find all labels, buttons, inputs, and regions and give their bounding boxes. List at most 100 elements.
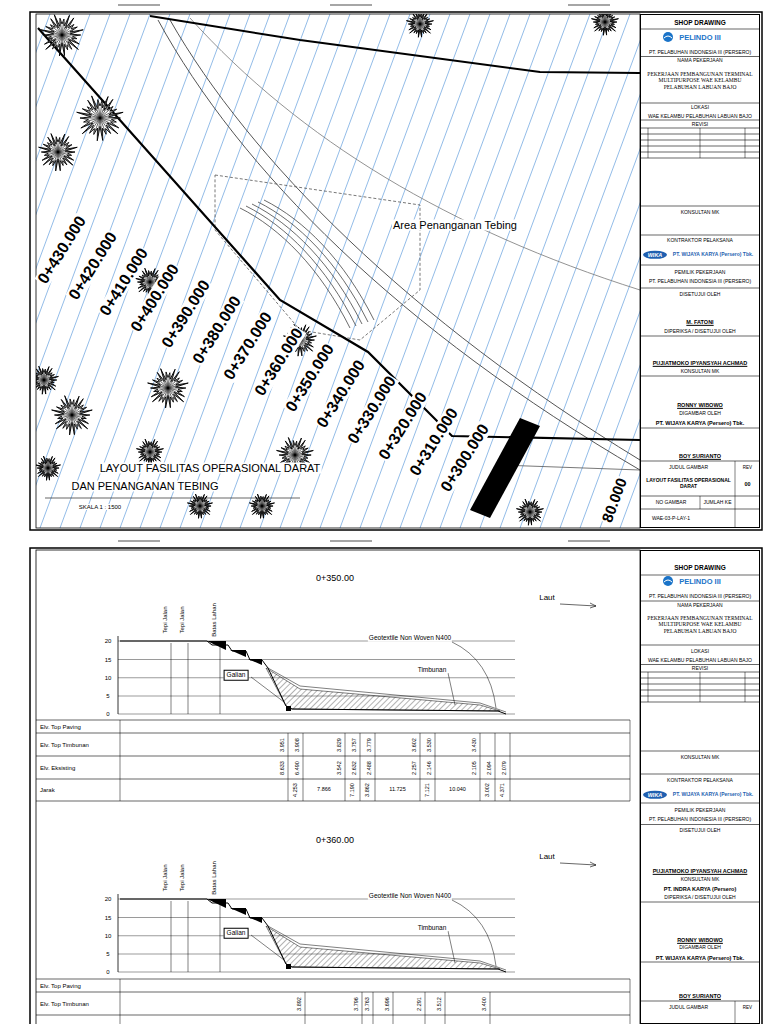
grid-line (60, 14, 250, 528)
table-line (648, 672, 649, 702)
plan-grid (36, 14, 640, 528)
boundary-label: Batas Lahan (211, 603, 217, 637)
material-label: Geotextile Non Woven N400 (368, 635, 452, 642)
terrace-line (252, 204, 362, 324)
grid-line (118, 917, 515, 918)
table-cell: 3.763 (365, 997, 371, 1011)
title-block-text: PUJIATMOKO IPYANSYAH ACHMAD (642, 360, 758, 366)
axis-line (118, 636, 119, 714)
title-block-text: JUDUL GAMBAR (642, 465, 735, 471)
table-line (375, 733, 376, 801)
cut-label: Galian (224, 928, 249, 939)
table-line (420, 733, 421, 801)
road-edge (190, 18, 640, 290)
row-header: Elv. Top Paving (40, 724, 81, 730)
area-outline (215, 175, 420, 340)
title-block-text: DISETUJUI OLEH (642, 292, 758, 298)
tree-symbol (591, 14, 618, 35)
table-line (640, 962, 760, 963)
table-line (648, 128, 649, 158)
grid-line (118, 659, 515, 660)
table-line (480, 733, 481, 801)
table-line (640, 120, 760, 121)
table-cell: 3.430 (472, 738, 478, 752)
row-header: Elv. Top Timbunan (40, 1001, 89, 1007)
title-block-text: WAE-03-P-LAY-1 (642, 516, 700, 522)
tree-symbol (187, 494, 212, 518)
table-line (640, 265, 760, 266)
tree-symbol (77, 96, 123, 141)
grid-line (40, 14, 230, 528)
road-edge (170, 20, 640, 460)
axis-tick: 15 (105, 657, 112, 663)
title-block-text: PT. PELABUHAN INDONESIA III (PERSERO) (642, 817, 758, 823)
row-header: Elv. Top Timbunan (40, 742, 89, 748)
boundary-line (38, 28, 640, 440)
table-cell: 2.257 (412, 761, 418, 775)
table-cell: 2.291 (417, 997, 423, 1011)
table-line (393, 992, 394, 1024)
title-block-text: REV (735, 1005, 760, 1010)
tree-symbol (252, 496, 272, 515)
sheet-frames (30, 12, 762, 1024)
drawing-border (36, 550, 640, 1024)
table-line (700, 672, 701, 702)
direction-arrow (560, 862, 596, 867)
drawing-title: LAYOUT FASILITAS OPERASIONAL DARAT (99, 463, 322, 474)
table-line (640, 103, 760, 104)
table-cell: 2.094 (487, 761, 493, 775)
title-block-text: KONTRAKTOR PELAKSANA (642, 238, 758, 244)
ground-profile (120, 899, 506, 972)
grid-line (380, 14, 570, 528)
tree-symbol (139, 442, 161, 463)
drawing-title: DAN PENANGANAN TEBING (70, 481, 219, 492)
grid-line (240, 14, 430, 528)
title-block-text: REV (735, 465, 760, 470)
margin-mark (330, 540, 372, 542)
boundary-label: Tepi Jalan (162, 606, 168, 633)
tree-symbol (41, 15, 84, 56)
direction-label: Laut (539, 853, 555, 861)
cut-wedge (207, 641, 226, 650)
tree-symbols (36, 14, 618, 525)
tree-symbol (409, 14, 431, 35)
table-line (640, 601, 760, 602)
table-cell: 3.530 (427, 738, 433, 752)
title-block-text: NO GAMBAR (642, 500, 700, 506)
table-line (735, 461, 736, 528)
fill-label: Timbunan (417, 925, 448, 932)
grid-line (118, 714, 515, 715)
table-line (305, 992, 306, 1024)
table-cell: 2.632 (352, 761, 358, 775)
table-line (630, 720, 631, 801)
table-cell: 3.757 (352, 738, 358, 752)
table-line (425, 992, 426, 1024)
table-cell: 2.079 (502, 761, 508, 775)
tree-symbol (81, 100, 118, 136)
table-line (640, 461, 760, 462)
margin-mark (568, 540, 610, 542)
company-logo: WIKA (643, 251, 667, 259)
title-block-text: KONSULTAN MK (642, 210, 758, 216)
direction-arrow (560, 603, 596, 608)
cut-wedge (207, 899, 226, 908)
title-block-text: NAMA PEKERJAAN (642, 603, 758, 609)
grid-line (118, 677, 515, 678)
table-cell: 8.633 (280, 761, 286, 775)
terrace-line (264, 200, 374, 320)
table-line (445, 992, 446, 1024)
leader-line (452, 900, 496, 966)
table-line (735, 1001, 736, 1024)
table-line (36, 1015, 630, 1016)
plan-linework (38, 16, 640, 518)
boundary-label: Tepi Jalan (179, 606, 185, 633)
title-block-text: PEKERJAAN PEMBANGUNAN TERMINAL MULTIPURP… (642, 615, 758, 634)
table-cell: 2.146 (427, 761, 433, 775)
tree-symbol (39, 134, 78, 171)
title-block-text: JUDUL GAMBAR (642, 1005, 735, 1011)
table-cell: 3.512 (437, 997, 443, 1011)
title-block-text: PT. PELABUHAN INDONESIA III (PERSERO) (642, 594, 758, 600)
direction-label: Laut (539, 594, 555, 602)
grid-line (520, 14, 640, 528)
tree-symbol (36, 366, 58, 394)
